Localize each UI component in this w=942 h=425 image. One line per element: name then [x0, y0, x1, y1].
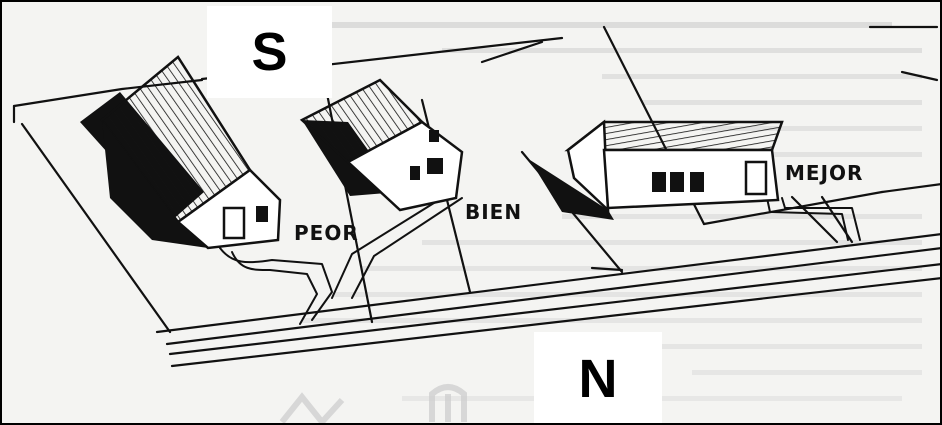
- house-label-bien: BIEN: [465, 200, 522, 224]
- house-mejor: [530, 122, 782, 220]
- house-label-peor: PEOR: [294, 221, 359, 245]
- house-bien: [302, 80, 462, 210]
- compass-label-south: S: [207, 6, 332, 98]
- compass-label-north: N: [534, 332, 662, 425]
- house-label-mejor: MEJOR: [785, 161, 863, 185]
